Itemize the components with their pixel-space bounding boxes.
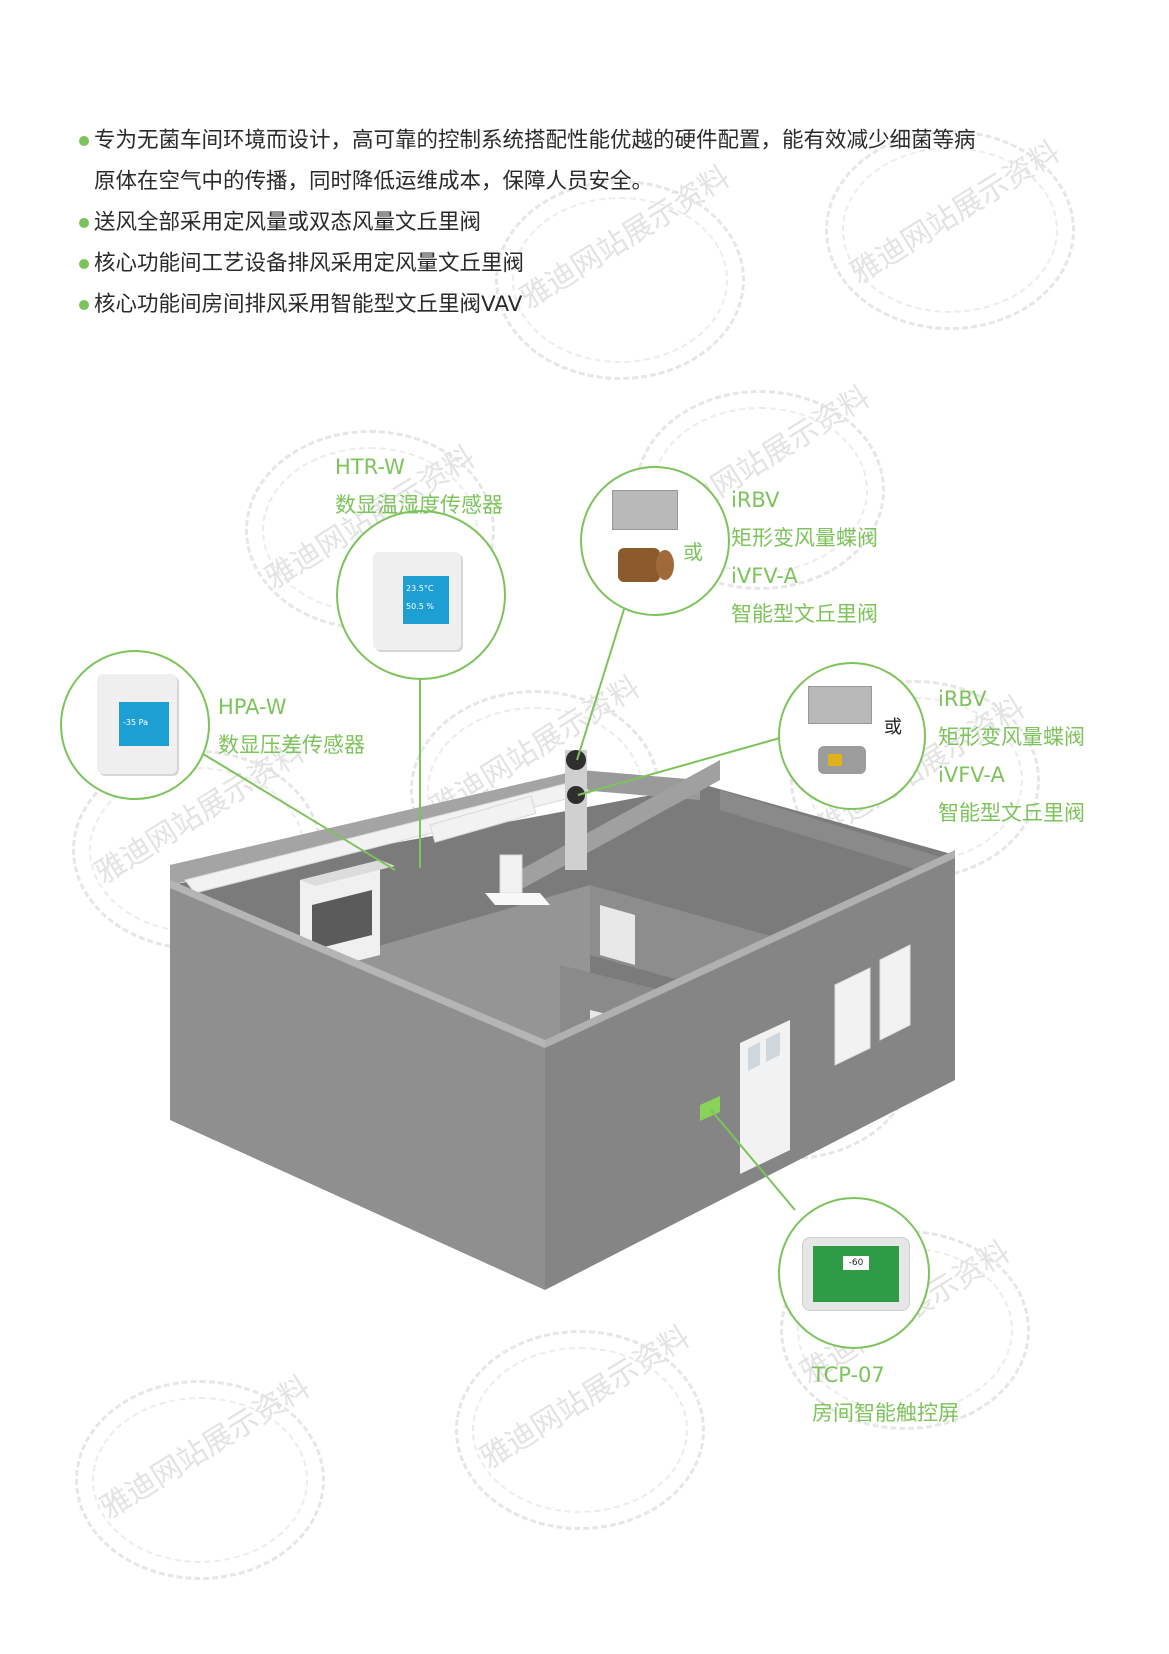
tcp-panel-screen: -60 bbox=[813, 1246, 899, 1302]
watermark-stamp bbox=[75, 1380, 325, 1580]
feature-item: 核心功能间工艺设备排风采用定风量文丘里阀 bbox=[78, 243, 1138, 284]
diffuser bbox=[485, 893, 550, 905]
wall-edge bbox=[170, 880, 545, 1048]
watermark-stamp bbox=[455, 1330, 705, 1530]
hpa-sensor-screen: -35 Pa bbox=[119, 702, 169, 746]
fume-hood-window bbox=[312, 890, 372, 950]
feature-item-continuation: 原体在空气中的传播，同时降低运维成本，保障人员安全。 bbox=[94, 169, 654, 194]
wall-touch-panel bbox=[700, 1096, 720, 1121]
htr-sensor-callout: 23.5°C 50.5 % bbox=[336, 510, 506, 680]
hpa-model-label: HPA-W bbox=[218, 695, 287, 719]
wall-edge bbox=[545, 850, 955, 1048]
watermark-stamp bbox=[495, 180, 745, 380]
feature-item: 专为无菌车间环境而设计，高可靠的控制系统搭配性能优越的硬件配置，能有效减少细菌等… bbox=[78, 120, 1138, 161]
htr-name-label: 数显温湿度传感器 bbox=[335, 493, 503, 517]
fume-hood-top bbox=[300, 860, 395, 886]
door-window bbox=[766, 1032, 780, 1062]
htr-sensor-device: 23.5°C 50.5 % bbox=[373, 552, 461, 650]
valve1-name2-label: 智能型文丘里阀 bbox=[731, 602, 878, 626]
valve2-model1-label: iRBV bbox=[938, 687, 987, 711]
door-window bbox=[748, 1042, 760, 1071]
vertical-duct bbox=[565, 750, 587, 870]
venturi-valve-icon bbox=[818, 746, 866, 774]
bullet-dot-icon bbox=[79, 218, 89, 228]
venturi-actuator-icon bbox=[828, 754, 842, 766]
valve2-name2-label: 智能型文丘里阀 bbox=[938, 801, 1085, 825]
bullet-dot-icon bbox=[79, 300, 89, 310]
valve1-model1-label: iRBV bbox=[731, 488, 780, 512]
tcp-name-label: 房间智能触控屏 bbox=[812, 1401, 959, 1425]
valve-marker bbox=[566, 750, 586, 770]
rect-damper-icon bbox=[612, 490, 678, 530]
connector-line bbox=[577, 737, 781, 796]
valve-marker bbox=[567, 786, 585, 804]
hpa-sensor-callout: -35 Pa bbox=[60, 650, 210, 800]
bullet-dot-icon bbox=[79, 136, 89, 146]
front-door bbox=[740, 1020, 790, 1174]
window bbox=[834, 967, 871, 1066]
watermark-stamp bbox=[825, 130, 1075, 330]
tcp-panel-device: -60 bbox=[802, 1237, 910, 1311]
valve2-name1-label: 矩形变风量蝶阀 bbox=[938, 725, 1085, 749]
or-label: 或 bbox=[683, 540, 703, 564]
hpa-sensor-device: -35 Pa bbox=[97, 674, 177, 774]
branch-duct bbox=[429, 795, 537, 843]
or-label: 或 bbox=[884, 717, 902, 738]
connector-line bbox=[710, 1109, 796, 1211]
valve2-model2-label: iVFV-A bbox=[938, 763, 1005, 787]
connector-line bbox=[576, 589, 631, 761]
front-wall-left bbox=[170, 885, 545, 1290]
tcp-panel-callout: -60 bbox=[778, 1197, 930, 1349]
hpa-name-label: 数显压差传感器 bbox=[218, 733, 365, 757]
htr-model-label: HTR-W bbox=[335, 455, 405, 479]
feature-item: 送风全部采用定风量或双态风量文丘里阀 bbox=[78, 202, 1138, 243]
feature-item: 核心功能间房间排风采用智能型文丘里阀VAV bbox=[78, 284, 1138, 325]
tcp-model-label: TCP-07 bbox=[812, 1363, 885, 1387]
venturi-valve-icon bbox=[618, 548, 660, 582]
connector-line bbox=[179, 739, 396, 871]
valve1-callout bbox=[580, 466, 730, 616]
feature-list: 专为无菌车间环境而设计，高可靠的控制系统搭配性能优越的硬件配置，能有效减少细菌等… bbox=[78, 120, 1138, 325]
valve2-callout bbox=[778, 662, 926, 810]
window bbox=[879, 944, 911, 1041]
back-wall bbox=[170, 770, 580, 885]
duct-drop bbox=[499, 854, 523, 894]
inner-door bbox=[600, 905, 635, 965]
venturi-valve-end-icon bbox=[656, 550, 674, 580]
partition-wall bbox=[720, 790, 950, 880]
bullet-dot-icon bbox=[79, 259, 89, 269]
valve1-model2-label: iVFV-A bbox=[731, 564, 798, 588]
rect-damper-icon bbox=[808, 686, 872, 724]
valve1-name1-label: 矩形变风量蝶阀 bbox=[731, 526, 878, 550]
htr-sensor-screen: 23.5°C 50.5 % bbox=[403, 576, 449, 624]
